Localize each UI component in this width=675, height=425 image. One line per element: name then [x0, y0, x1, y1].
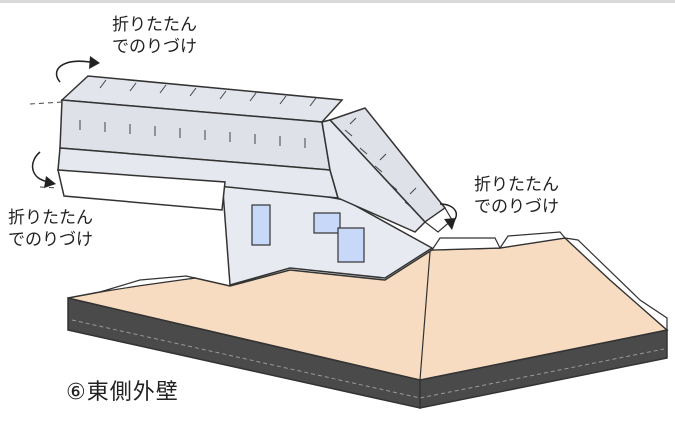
- window-door: [337, 227, 365, 263]
- window-small: [313, 212, 341, 234]
- roof-ticks: [79, 79, 417, 209]
- arrow-heads: [44, 56, 456, 230]
- window-left: [251, 204, 271, 246]
- wall: [221, 177, 434, 286]
- annotation-line: でのりづけ: [8, 230, 93, 250]
- annotation-line: 折りたたん: [112, 15, 197, 35]
- annotation-top: 折りたたん でのりづけ: [112, 14, 197, 58]
- annotation-left: 折りたたん でのりづけ: [8, 207, 93, 251]
- top-border: [0, 0, 675, 3]
- roof-left: [57, 75, 344, 211]
- annotation-right: 折りたたん でのりづけ: [474, 174, 559, 218]
- annotation-line: でのりづけ: [112, 37, 197, 57]
- fold-lines: [29, 101, 63, 189]
- annotation-line: 折りたたん: [8, 208, 93, 228]
- annotation-line: 折りたたん: [474, 175, 559, 195]
- annotation-line: でのりづけ: [474, 197, 559, 217]
- caption: ⑥東側外壁: [66, 380, 179, 405]
